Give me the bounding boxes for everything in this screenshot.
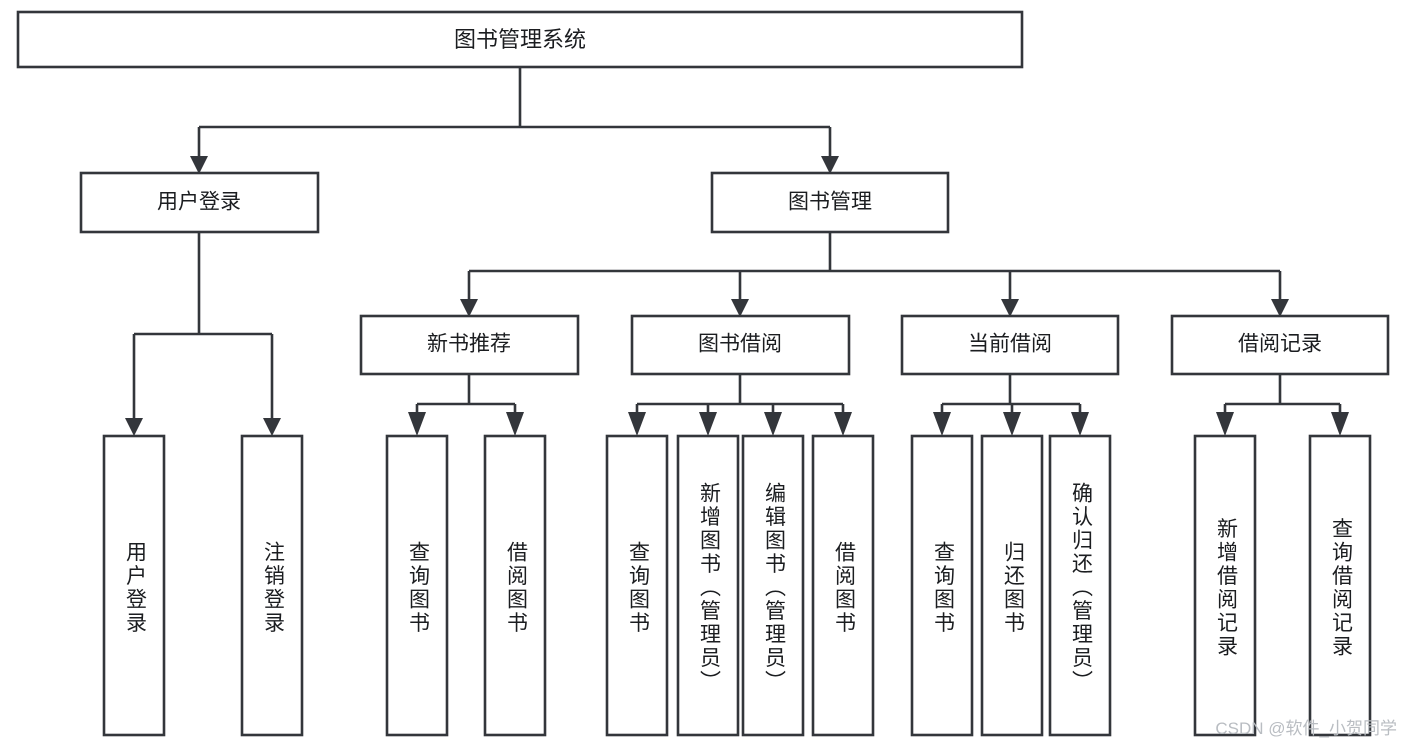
leaf-label-borrow-record-2: 查询借阅记录 (1329, 518, 1353, 659)
arrow-head-user-login-leaf-2 (263, 418, 281, 436)
arrow-head-to-book-borrow (731, 299, 749, 317)
arrow-head-new-book-leaf-2 (506, 412, 524, 436)
leaf-label-book-borrow-3: 编辑图书（管理员） (762, 482, 786, 694)
leaf-box-book-borrow-4[interactable] (811, 434, 875, 737)
leaf-node[interactable]: 查询图书 (605, 434, 669, 737)
connector-user-login-to-leaves (132, 232, 274, 418)
leaf-node[interactable]: 借阅图书 (811, 434, 875, 737)
leaf-label-current-borrow-1: 查询图书 (931, 541, 955, 635)
connector-root-to-level2 (197, 67, 832, 156)
leaf-label-book-borrow-4: 借阅图书 (832, 541, 856, 635)
leaf-node[interactable]: 查询借阅记录 (1308, 434, 1372, 737)
watermark-text: CSDN @软件_小贺同学 (1215, 719, 1397, 738)
arrow-head-to-current-borrow (1001, 299, 1019, 317)
leaf-node[interactable]: 编辑图书（管理员） (741, 434, 805, 737)
arrow-head-book-borrow-leaf-1 (628, 412, 646, 436)
arrow-head-current-borrow-leaf-3 (1071, 412, 1089, 436)
leaf-label-new-book-2: 借阅图书 (504, 541, 528, 635)
leaf-node[interactable]: 查询图书 (910, 434, 974, 737)
leaf-box-book-borrow-1[interactable] (605, 434, 669, 737)
connector-book-manage-to-level3 (467, 232, 1282, 299)
leaf-box-new-book-2[interactable] (483, 434, 547, 737)
leaf-label-current-borrow-3: 确认归还（管理员） (1069, 482, 1093, 694)
book-borrow-node-label: 图书借阅 (698, 333, 782, 356)
arrow-head-book-borrow-leaf-3 (764, 412, 782, 436)
leaf-box-current-borrow-1[interactable] (910, 434, 974, 737)
leaf-box-current-borrow-3[interactable] (1048, 434, 1112, 737)
connector-book-borrow-to-leaves (635, 374, 845, 418)
arrow-head-to-new-book (460, 299, 478, 317)
leaf-box-book-borrow-2[interactable] (676, 434, 740, 737)
leaf-label-borrow-record-1: 新增借阅记录 (1214, 518, 1238, 659)
book-management-node-box[interactable] (710, 171, 950, 234)
connector-borrow-record-to-leaves (1223, 374, 1342, 418)
connector-layer (125, 67, 1349, 436)
arrow-head-borrow-record-leaf-2 (1331, 412, 1349, 436)
current-borrow-node-box[interactable] (900, 314, 1120, 376)
leaf-node[interactable]: 注销登录 (240, 434, 304, 737)
arrow-head-current-borrow-leaf-1 (933, 412, 951, 436)
leaf-label-user-login-1: 用户登录 (123, 541, 147, 635)
node-root-book-management-system[interactable]: 图书管理系统 (16, 10, 1024, 69)
connector-current-borrow-to-leaves (940, 374, 1082, 418)
borrow-record-node-box[interactable] (1170, 314, 1390, 376)
arrow-head-new-book-leaf-1 (408, 412, 426, 436)
leaf-node[interactable]: 查询图书 (385, 434, 449, 737)
new-book-recommend-node-box[interactable] (359, 314, 580, 376)
leaf-node[interactable]: 确认归还（管理员） (1048, 434, 1112, 737)
arrow-head-current-borrow-leaf-2 (1003, 412, 1021, 436)
borrow-record-node-label: 借阅记录 (1238, 333, 1322, 356)
leaf-box-user-login-1[interactable] (102, 434, 166, 737)
book-management-node-label: 图书管理 (788, 191, 872, 214)
root-node-label: 图书管理系统 (454, 27, 586, 52)
user-login-node-box[interactable] (79, 171, 320, 234)
user-login-node-label: 用户登录 (157, 191, 241, 214)
leaf-label-book-borrow-1: 查询图书 (626, 541, 650, 635)
node-book-borrow[interactable]: 图书借阅 (630, 314, 851, 376)
arrow-head-to-book-manage (821, 156, 839, 174)
node-new-book-recommend[interactable]: 新书推荐 (359, 314, 580, 376)
node-borrow-record[interactable]: 借阅记录 (1170, 314, 1390, 376)
connector-new-book-to-leaves (415, 374, 517, 418)
new-book-recommend-node-label: 新书推荐 (427, 333, 511, 356)
arrow-head-user-login-leaf-1 (125, 418, 143, 436)
arrow-head-book-borrow-leaf-2 (699, 412, 717, 436)
leaf-box-book-borrow-3[interactable] (741, 434, 805, 737)
root-node-box[interactable] (16, 10, 1024, 69)
node-book-management[interactable]: 图书管理 (710, 171, 950, 234)
arrow-head-to-borrow-record (1271, 299, 1289, 317)
arrow-head-borrow-record-leaf-1 (1216, 412, 1234, 436)
leaf-label-user-login-2: 注销登录 (261, 541, 285, 635)
leaf-node[interactable]: 用户登录 (102, 434, 166, 737)
leaf-box-new-book-1[interactable] (385, 434, 449, 737)
node-user-login[interactable]: 用户登录 (79, 171, 320, 234)
arrow-head-to-user-login (190, 156, 208, 174)
leaf-node[interactable]: 新增借阅记录 (1193, 434, 1257, 737)
arrow-head-book-borrow-leaf-4 (834, 412, 852, 436)
leaf-box-borrow-record-2[interactable] (1308, 434, 1372, 737)
leaf-label-new-book-1: 查询图书 (406, 541, 430, 635)
leaf-node[interactable]: 归还图书 (980, 434, 1044, 737)
node-current-borrow[interactable]: 当前借阅 (900, 314, 1120, 376)
leaf-label-current-borrow-2: 归还图书 (1001, 541, 1025, 635)
leaf-box-borrow-record-1[interactable] (1193, 434, 1257, 737)
leaf-box-user-login-2[interactable] (240, 434, 304, 737)
book-borrow-node-box[interactable] (630, 314, 851, 376)
current-borrow-node-label: 当前借阅 (968, 333, 1052, 356)
leaf-node[interactable]: 新增图书（管理员） (676, 434, 740, 737)
leaf-box-current-borrow-2[interactable] (980, 434, 1044, 737)
leaf-label-book-borrow-2: 新增图书（管理员） (697, 482, 721, 694)
leaf-node[interactable]: 借阅图书 (483, 434, 547, 737)
